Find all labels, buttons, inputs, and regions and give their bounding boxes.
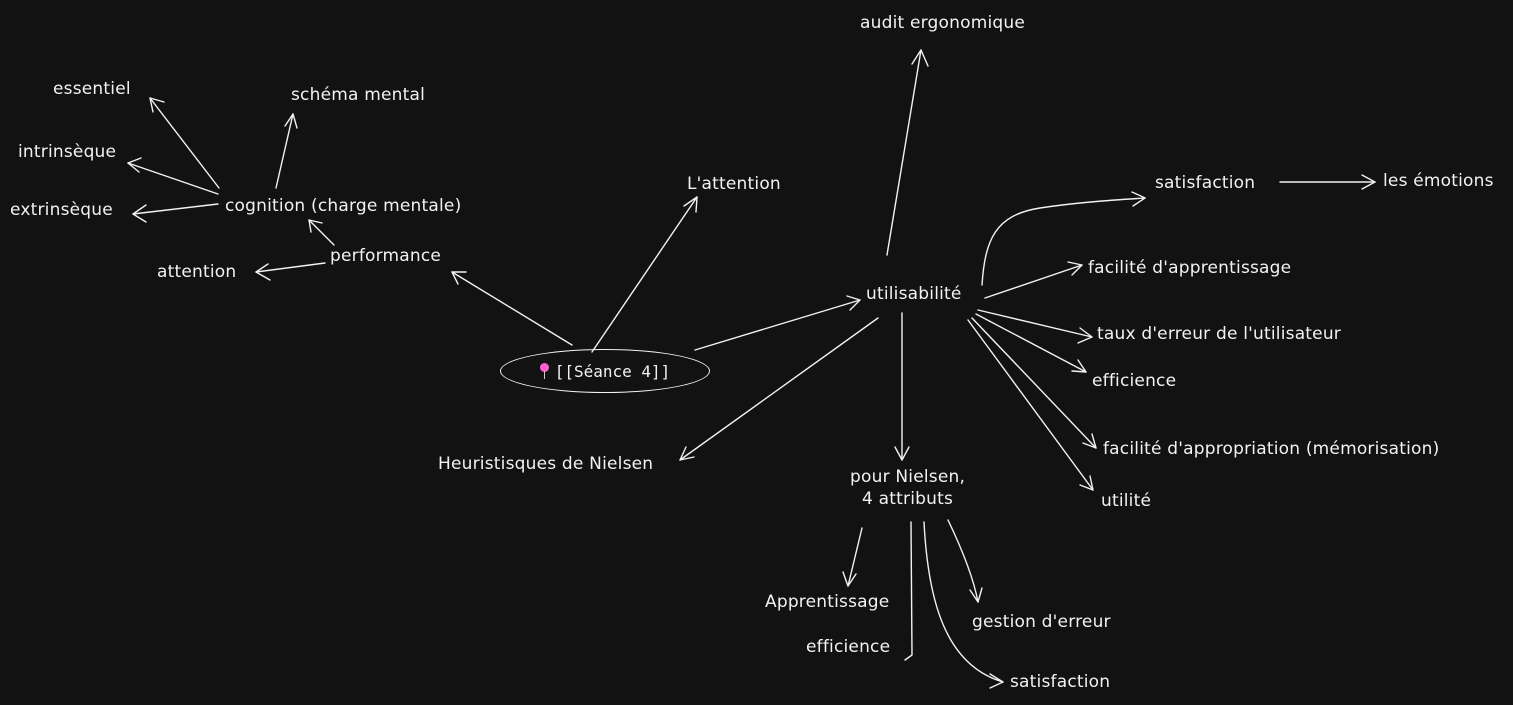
- node-les-emotions[interactable]: les émotions: [1383, 171, 1494, 191]
- node-attention[interactable]: attention: [157, 262, 237, 282]
- arrow-cognition-essentiel: [149, 97, 220, 189]
- arrow-utilisabilite-satisfaction: [981, 197, 1146, 286]
- arrow-head: [1131, 191, 1146, 207]
- arrow-utilisabilite-apprentissage: [984, 264, 1083, 299]
- arrow-head: [846, 295, 861, 311]
- arrow-head: [1067, 261, 1083, 276]
- arrow-utilisabilite-efficience: [975, 313, 1087, 373]
- arrow-head: [842, 571, 857, 587]
- node-heuristiques[interactable]: Heuristisques de Nielsen: [438, 454, 654, 474]
- arrow-head: [1079, 475, 1094, 491]
- center-label: [[Séance 4]]: [554, 361, 671, 381]
- arrow-head: [127, 157, 142, 173]
- node-pour-nielsen[interactable]: pour Nielsen, 4 attributs: [850, 467, 966, 509]
- arrow-cognition-schema: [275, 113, 294, 189]
- node-performance[interactable]: performance: [330, 246, 442, 266]
- arrow-head: [451, 271, 467, 285]
- center-node[interactable]: [[Séance 4]]: [500, 349, 710, 393]
- node-satisfaction-top[interactable]: satisfaction: [1155, 173, 1256, 193]
- arrow-nielsen-gestion: [947, 519, 979, 603]
- node-apprentissage[interactable]: Apprentissage: [765, 592, 890, 612]
- arrow-performance-attention: [255, 262, 326, 273]
- arrow-head: [989, 673, 1004, 689]
- arrow-head: [911, 49, 929, 67]
- node-intrinseque[interactable]: intrinsèque: [18, 142, 117, 162]
- arrow-head: [1082, 433, 1097, 449]
- arrow-utilisabilite-utilite: [967, 319, 1094, 491]
- arrow-head: [255, 263, 271, 281]
- arrow-head: [894, 446, 910, 461]
- node-facilite-apprentissage[interactable]: facilité d'apprentissage: [1088, 258, 1292, 278]
- arrow-performance-cognition: [308, 219, 335, 246]
- arrow-head: [284, 113, 298, 129]
- node-facilite-appropriation[interactable]: facilité d'appropriation (mémorisation): [1103, 439, 1440, 459]
- arrow-head: [149, 97, 165, 113]
- node-utilite[interactable]: utilité: [1101, 491, 1152, 511]
- arrow-utilisabilite-appropriation: [971, 317, 1097, 449]
- arrow-head: [132, 204, 147, 223]
- pin-icon: [539, 362, 549, 379]
- arrow-head: [683, 196, 698, 213]
- arrow-center-utilisabilite: [694, 299, 861, 351]
- arrow-head: [1077, 327, 1093, 344]
- arrow-utilisabilite-taux: [977, 309, 1093, 338]
- node-satisfaction-bottom[interactable]: satisfaction: [1010, 672, 1111, 692]
- arrow-utilisabilite-audit: [886, 49, 922, 256]
- arrow-cognition-intrinseque: [127, 162, 219, 195]
- arrow-nielsen-satisfaction: [923, 521, 1004, 683]
- arrow-head: [679, 446, 695, 461]
- node-taux-erreur[interactable]: taux d'erreur de l'utilisateur: [1097, 324, 1341, 344]
- arrow-head: [308, 219, 323, 233]
- arrow-utilisabilite-heuristiques: [679, 317, 879, 461]
- node-cognition[interactable]: cognition (charge mentale): [225, 196, 462, 216]
- arrow-head: [1071, 359, 1087, 373]
- arrow-head: [1361, 174, 1376, 190]
- arrow-head: [969, 587, 983, 603]
- arrow-center-lattention: [591, 196, 698, 353]
- node-efficience-right[interactable]: efficience: [1092, 371, 1177, 391]
- node-essentiel[interactable]: essentiel: [53, 79, 131, 99]
- arrow-nielsen-apprentissage: [847, 527, 863, 587]
- node-gestion-erreur[interactable]: gestion d'erreur: [972, 612, 1111, 632]
- node-efficience-bottom[interactable]: efficience: [806, 637, 891, 657]
- node-l-attention[interactable]: L'attention: [687, 174, 781, 194]
- node-extrinseque[interactable]: extrinsèque: [10, 200, 113, 220]
- arrow-cognition-extrinseque: [132, 203, 219, 215]
- arrow-nielsen-efficience: [904, 521, 913, 661]
- arrow-center-performance: [451, 271, 573, 346]
- node-audit-ergonomique[interactable]: audit ergonomique: [860, 13, 1025, 33]
- node-schema-mental[interactable]: schéma mental: [291, 85, 426, 105]
- node-utilisabilite[interactable]: utilisabilité: [866, 284, 962, 304]
